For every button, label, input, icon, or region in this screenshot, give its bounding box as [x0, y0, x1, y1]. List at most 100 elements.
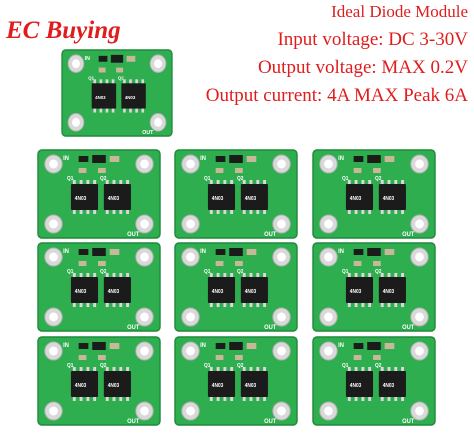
smd-resistor — [384, 343, 395, 349]
pad-hole — [72, 117, 80, 127]
mosfet-pin — [347, 210, 351, 214]
mosfet-pin — [242, 397, 246, 401]
mosfet-pin — [368, 180, 372, 184]
mosfet-pin — [354, 210, 358, 214]
spec-input-voltage: Input voltage: DC 3-30V — [277, 29, 468, 50]
mosfet-pin — [380, 210, 384, 214]
mosfet-pin — [105, 397, 109, 401]
mosfet-pin — [401, 180, 405, 184]
label-q1: Q1 — [88, 75, 94, 80]
mosfet-pin — [99, 108, 103, 113]
mosfet-pin — [111, 79, 115, 84]
mosfet-pin — [209, 367, 213, 371]
mosfet-pin — [394, 397, 398, 401]
mosfet-pin — [105, 108, 109, 113]
label-in: IN — [338, 343, 344, 349]
smd-resistor — [126, 55, 136, 62]
mosfet-pin — [111, 108, 115, 113]
spec-title: Ideal Diode Module — [331, 2, 468, 21]
mosfet-q2 — [240, 277, 268, 303]
pad-hole — [277, 312, 286, 322]
mosfet-pin — [93, 397, 97, 401]
mosfet-pin — [354, 367, 358, 371]
mosfet-pin — [242, 210, 246, 214]
mosfet-pin — [354, 180, 358, 184]
mosfet-pin — [249, 303, 253, 307]
pad-hole — [140, 219, 149, 229]
mosfet-pin — [230, 180, 234, 184]
smd-resistor — [384, 156, 395, 162]
mosfet-pin — [230, 367, 234, 371]
smd-cap — [353, 168, 362, 173]
label-q1: Q1 — [67, 363, 74, 369]
smd-chip — [78, 156, 89, 162]
label-q1: Q1 — [342, 363, 349, 369]
mosfet-q1 — [345, 277, 374, 303]
pad-hole — [277, 406, 286, 416]
mosfet-pin — [216, 367, 220, 371]
smd-chip — [229, 155, 243, 163]
mosfet-pin — [380, 303, 384, 307]
mosfet-pin — [105, 180, 109, 184]
pcb-body — [312, 336, 436, 426]
mosfet-q1 — [207, 277, 236, 303]
pad-hole — [186, 219, 195, 229]
pad-hole — [277, 252, 286, 262]
smd-chip — [229, 342, 243, 350]
mosfet-pin — [72, 180, 76, 184]
mosfet-pin — [105, 303, 109, 307]
pad-hole — [186, 159, 195, 169]
smd-cap — [373, 355, 381, 360]
label-q2: Q2 — [237, 269, 244, 275]
mosfet-pin — [361, 397, 365, 401]
label-in: IN — [200, 343, 206, 349]
label-q2: Q2 — [375, 176, 382, 182]
label-q2: Q2 — [100, 269, 107, 275]
mosfet-pin — [263, 180, 267, 184]
smd-cap — [235, 168, 243, 173]
chip-marking: 4N03 — [75, 289, 87, 295]
mosfet-pin — [387, 303, 391, 307]
mosfet-pin — [105, 273, 109, 277]
mosfet-q1 — [70, 184, 99, 210]
brand-logo: EC Buying — [6, 17, 121, 44]
mosfet-q2 — [378, 371, 406, 397]
mosfet-pin — [86, 367, 90, 371]
chip-marking: 4N03 — [350, 196, 362, 202]
mosfet-pin — [216, 397, 220, 401]
smd-cap — [215, 168, 224, 173]
pcb-body — [174, 336, 298, 426]
chip-marking: 4N03 — [350, 383, 362, 389]
pad-hole — [324, 252, 333, 262]
mosfet-pin — [129, 108, 132, 113]
pad-hole — [140, 312, 149, 322]
mosfet-pin — [242, 367, 246, 371]
smd-cap — [235, 355, 243, 360]
label-out: OUT — [127, 419, 140, 425]
mosfet-q1 — [207, 184, 236, 210]
mosfet-pin — [361, 303, 365, 307]
smd-cap — [78, 355, 87, 360]
mosfet-pin — [380, 397, 384, 401]
mosfet-pin — [209, 180, 213, 184]
mosfet-pin — [126, 367, 130, 371]
chip-marking: 4N03 — [125, 95, 136, 100]
mosfet-pin — [387, 397, 391, 401]
mosfet-pin — [79, 273, 83, 277]
label-q2: Q2 — [375, 269, 382, 275]
mosfet-pin — [86, 273, 90, 277]
pad-hole — [324, 406, 333, 416]
mosfet-pin — [209, 210, 213, 214]
chip-marking: 4N03 — [108, 383, 120, 389]
label-q1: Q1 — [204, 269, 211, 275]
pcb-body — [312, 149, 436, 239]
mosfet-pin — [387, 367, 391, 371]
label-q1: Q1 — [67, 269, 74, 275]
